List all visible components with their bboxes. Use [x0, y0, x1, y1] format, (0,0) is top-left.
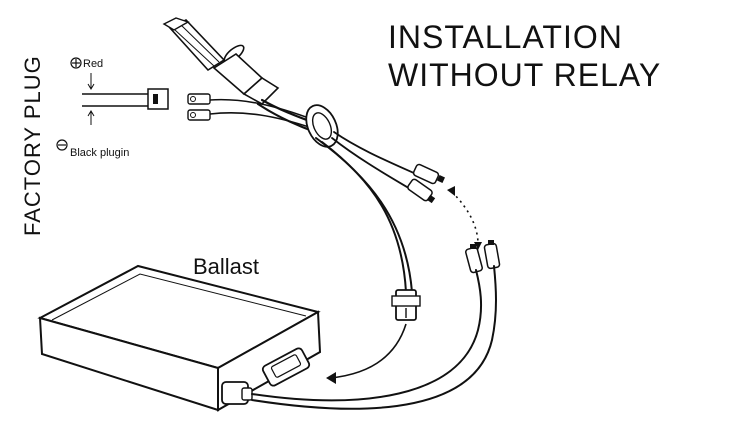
plug-connector-pin [153, 94, 158, 104]
circle-minus-icon [56, 139, 68, 151]
factory-plug-detail: Red Black plugin [56, 57, 169, 159]
black-pointer-arrow [87, 110, 95, 117]
side-label-factory-plug: FACTORY PLUG [20, 55, 45, 236]
ballast-power-leads [251, 265, 497, 410]
connection-dotted-arrow [447, 186, 482, 250]
red-wire-label: Red [83, 58, 103, 70]
black-wire-label: Black plugin [70, 147, 129, 159]
ballast-socket-output [261, 347, 311, 387]
red-pointer-arrow [87, 83, 95, 90]
ballast-lead-connector-left [465, 244, 483, 274]
plug-in-arrow [326, 323, 407, 384]
title-line-1: INSTALLATION [388, 19, 623, 55]
ballast-socket-input [221, 381, 253, 405]
hid-bulb [162, 17, 280, 105]
ballast-box [37, 264, 322, 412]
title-line-2: WITHOUT RELAY [388, 57, 661, 93]
ring-terminal-upper [187, 93, 211, 105]
bullet-connector-upper [412, 163, 445, 185]
bulb-cables [209, 98, 315, 132]
rubber-grommet [305, 104, 339, 148]
bullet-connector-lower [407, 178, 436, 204]
circle-plus-icon [70, 57, 82, 69]
ballast-label: Ballast [193, 254, 259, 279]
harness-wires [315, 131, 417, 293]
ring-terminal-lower [187, 109, 211, 121]
ballast-plug-connector [391, 289, 421, 321]
ballast-lead-connector-right [483, 240, 501, 270]
